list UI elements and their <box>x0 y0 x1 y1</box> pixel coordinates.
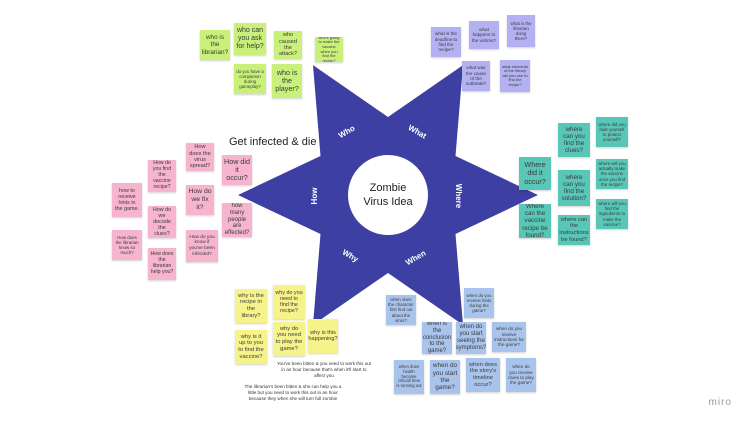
star-center-line1: Zombie <box>370 182 407 194</box>
sticky-note-what[interactable]: what happens to the victims? <box>469 21 499 49</box>
star-arm-where: Where <box>454 184 463 209</box>
sticky-note-when[interactable]: when do you receive hints during the gam… <box>464 288 494 318</box>
star-center-circle[interactable] <box>348 155 428 235</box>
sticky-note-why[interactable]: why is this happening? <box>308 319 338 353</box>
caption-you-bitten[interactable]: You've been bitten & you need to work th… <box>276 361 372 379</box>
sticky-note-why[interactable]: why is the recipe in the library? <box>235 289 267 323</box>
sticky-note-when[interactable]: when do you start seeing the symptoms? <box>456 322 486 354</box>
sticky-note-what[interactable]: what is the librarian doing there? <box>507 15 535 47</box>
sticky-note-when[interactable]: when does health become critical/ time i… <box>394 360 424 394</box>
sticky-note-where[interactable]: where can the instructions be found? <box>558 215 590 245</box>
sticky-note-how[interactable]: How do we decode the clues? <box>148 206 176 238</box>
sticky-note-when[interactable]: when do you receive instructions for the… <box>492 322 526 352</box>
sticky-note-what[interactable]: what was the cause of the outbreak? <box>462 61 490 91</box>
caption-librarian-bitten[interactable]: The librarian's been bitten & she can he… <box>244 384 342 402</box>
sticky-note-how[interactable]: how many people are effected? <box>222 203 252 237</box>
sticky-note-how[interactable]: How does the librarian know so much? <box>112 230 142 260</box>
sticky-note-who[interactable]: who is the librarian? <box>200 30 230 60</box>
sticky-note-how[interactable]: How did it occur? <box>222 155 252 185</box>
sticky-note-when[interactable]: when does the character first find out a… <box>386 295 416 325</box>
sticky-note-where[interactable]: where can you find the clues? <box>558 123 590 157</box>
sticky-note-what[interactable]: what is the deadline to find the recipe? <box>431 27 461 57</box>
sticky-note-how[interactable]: How do we fix it? <box>186 185 214 215</box>
sticky-note-why[interactable]: why do you need to find the recipe? <box>273 285 305 319</box>
sticky-note-where[interactable]: where will you actually make the vaccine… <box>596 159 628 189</box>
heading-get-infected[interactable]: Get infected & die <box>229 136 317 148</box>
sticky-note-who[interactable]: who can you ask for help? <box>234 23 266 55</box>
sticky-note-who[interactable]: who caused the attack? <box>274 31 302 59</box>
sticky-note-how[interactable]: How does the virus spread? <box>186 143 214 171</box>
miro-logo: miro <box>708 397 732 408</box>
sticky-note-where[interactable]: where will you find the ingredients to m… <box>596 199 628 229</box>
sticky-note-where[interactable]: where did you hide yourself to protect y… <box>596 117 628 147</box>
sticky-note-how[interactable]: how to receive hints in the game. <box>112 183 142 217</box>
sticky-note-how[interactable]: How does the librarian help you? <box>148 248 176 280</box>
sticky-note-who[interactable]: who's going to make the vaccine when you… <box>315 37 343 62</box>
sticky-note-what[interactable]: what elements of the library will you us… <box>500 60 530 92</box>
sticky-note-why[interactable]: why do you need to play the game? <box>273 322 305 356</box>
sticky-note-when[interactable]: when is the conclusion to the game? <box>422 322 452 354</box>
star-arm-how: How <box>310 187 319 205</box>
sticky-note-who[interactable]: do you have a companion during gameplay? <box>234 64 266 94</box>
sticky-note-where[interactable]: where can you find the solution? <box>558 170 590 206</box>
sticky-note-where[interactable]: Where did it occur? <box>519 157 551 190</box>
sticky-note-where[interactable]: Where can the vaccine recipe be found? <box>519 204 551 238</box>
star-center-line2: Virus Idea <box>363 196 413 208</box>
sticky-note-when[interactable]: when do you receive clues to play the ga… <box>506 358 536 392</box>
sticky-note-who[interactable]: who is the player? <box>272 64 302 98</box>
sticky-note-how[interactable]: How do you find the vaccine recipe? <box>148 160 176 192</box>
sticky-note-when[interactable]: when do you start the game? <box>430 360 460 394</box>
sticky-note-when[interactable]: when does the story's timeline occur? <box>466 358 500 392</box>
sticky-note-how[interactable]: How do you know if you've been infected? <box>186 230 218 262</box>
sticky-note-why[interactable]: why is it up to you to find the vaccine? <box>235 330 267 364</box>
